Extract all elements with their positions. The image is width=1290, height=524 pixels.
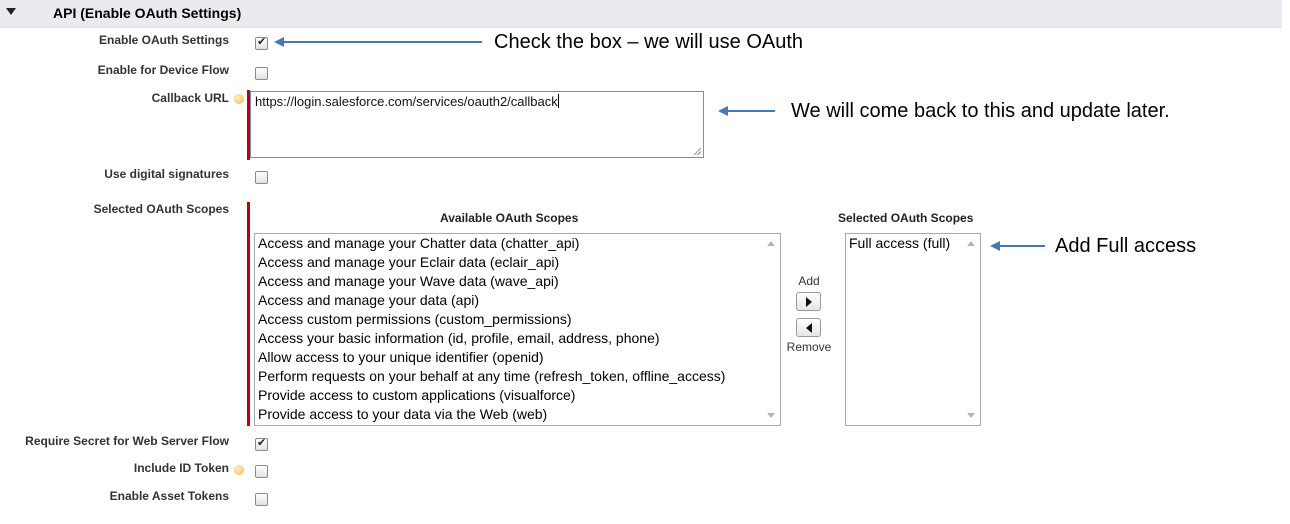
required-indicator <box>247 90 250 160</box>
scroll-down-icon[interactable] <box>767 413 775 418</box>
selected-scopes-header: Selected OAuth Scopes <box>838 211 974 225</box>
remove-button[interactable] <box>796 318 821 337</box>
add-label: Add <box>798 274 820 288</box>
available-scopes-items: Access and manage your Chatter data (cha… <box>258 234 725 424</box>
available-scopes-header: Available OAuth Scopes <box>440 211 579 225</box>
annotation-arrow-line <box>283 41 482 43</box>
scope-option[interactable]: Allow access to your unique identifier (… <box>258 349 544 365</box>
annotation-arrow-head-icon <box>274 37 284 47</box>
scope-option[interactable]: Access and manage your Chatter data (cha… <box>258 235 580 251</box>
device-flow-label: Enable for Device Flow <box>97 63 229 77</box>
remove-label: Remove <box>786 340 832 354</box>
include-id-token-checkbox[interactable] <box>255 465 268 478</box>
scroll-up-icon[interactable] <box>767 241 775 246</box>
selected-scopes-items: Full access (full) <box>849 234 950 253</box>
require-secret-label: Require Secret for Web Server Flow <box>25 434 229 448</box>
scope-option[interactable]: Access and manage your Eclair data (ecla… <box>258 254 560 270</box>
annotation-arrow-line <box>999 245 1045 247</box>
require-secret-checkbox[interactable]: ✔ <box>255 437 268 451</box>
resize-grip-icon[interactable] <box>694 148 701 155</box>
scope-option[interactable]: Full access (full) <box>849 235 951 251</box>
available-scopes-list[interactable]: Access and manage your Chatter data (cha… <box>254 233 781 426</box>
scope-option[interactable]: Access and manage your data (api) <box>258 292 480 308</box>
arrow-right-icon <box>806 297 812 307</box>
help-icon[interactable] <box>234 94 244 104</box>
annotation-arrow-head-icon <box>718 106 728 116</box>
annotation-check-box: Check the box – we will use OAuth <box>494 31 804 53</box>
collapse-triangle-icon[interactable] <box>6 8 16 15</box>
scroll-down-icon[interactable] <box>967 413 975 418</box>
include-id-token-label: Include ID Token <box>133 461 229 475</box>
scope-option[interactable]: Provide access to custom applications (v… <box>258 387 576 403</box>
digital-signatures-checkbox[interactable] <box>255 171 268 184</box>
enable-oauth-label: Enable OAuth Settings <box>98 33 229 47</box>
annotation-callback: We will come back to this and update lat… <box>791 100 1170 122</box>
required-indicator <box>247 202 250 426</box>
section-header[interactable]: API (Enable OAuth Settings) <box>0 0 1282 28</box>
callback-url-label: Callback URL <box>151 91 229 105</box>
scrollbar[interactable] <box>963 234 980 425</box>
checkmark-icon: ✔ <box>257 437 267 449</box>
section-title: API (Enable OAuth Settings) <box>53 5 242 21</box>
asset-tokens-checkbox[interactable] <box>255 493 268 506</box>
annotation-full-access: Add Full access <box>1055 235 1197 257</box>
scope-option[interactable]: Access and manage your Wave data (wave_a… <box>258 273 559 289</box>
help-icon[interactable] <box>234 465 244 475</box>
callback-url-value: https://login.salesforce.com/services/oa… <box>255 94 559 109</box>
scroll-up-icon[interactable] <box>967 241 975 246</box>
enable-oauth-checkbox[interactable]: ✔ <box>255 36 268 50</box>
annotation-arrow-line <box>727 110 775 112</box>
scope-option[interactable]: Access your basic information (id, profi… <box>258 330 660 346</box>
scope-option[interactable]: Access custom permissions (custom_permis… <box>258 311 572 327</box>
annotation-arrow-head-icon <box>990 241 1000 251</box>
selected-scopes-label: Selected OAuth Scopes <box>93 202 229 216</box>
scope-option[interactable]: Perform requests on your behalf at any t… <box>258 368 726 384</box>
scrollbar[interactable] <box>763 234 780 425</box>
scope-option[interactable]: Provide access to your data via the Web … <box>258 406 548 422</box>
device-flow-checkbox[interactable] <box>255 67 268 80</box>
selected-scopes-list[interactable]: Full access (full) <box>845 233 981 426</box>
arrow-left-icon <box>806 323 812 333</box>
asset-tokens-label: Enable Asset Tokens <box>109 489 229 503</box>
checkmark-icon: ✔ <box>257 36 267 48</box>
digital-signatures-label: Use digital signatures <box>104 167 229 181</box>
callback-url-textarea[interactable]: https://login.salesforce.com/services/oa… <box>250 91 704 158</box>
add-button[interactable] <box>796 292 821 311</box>
